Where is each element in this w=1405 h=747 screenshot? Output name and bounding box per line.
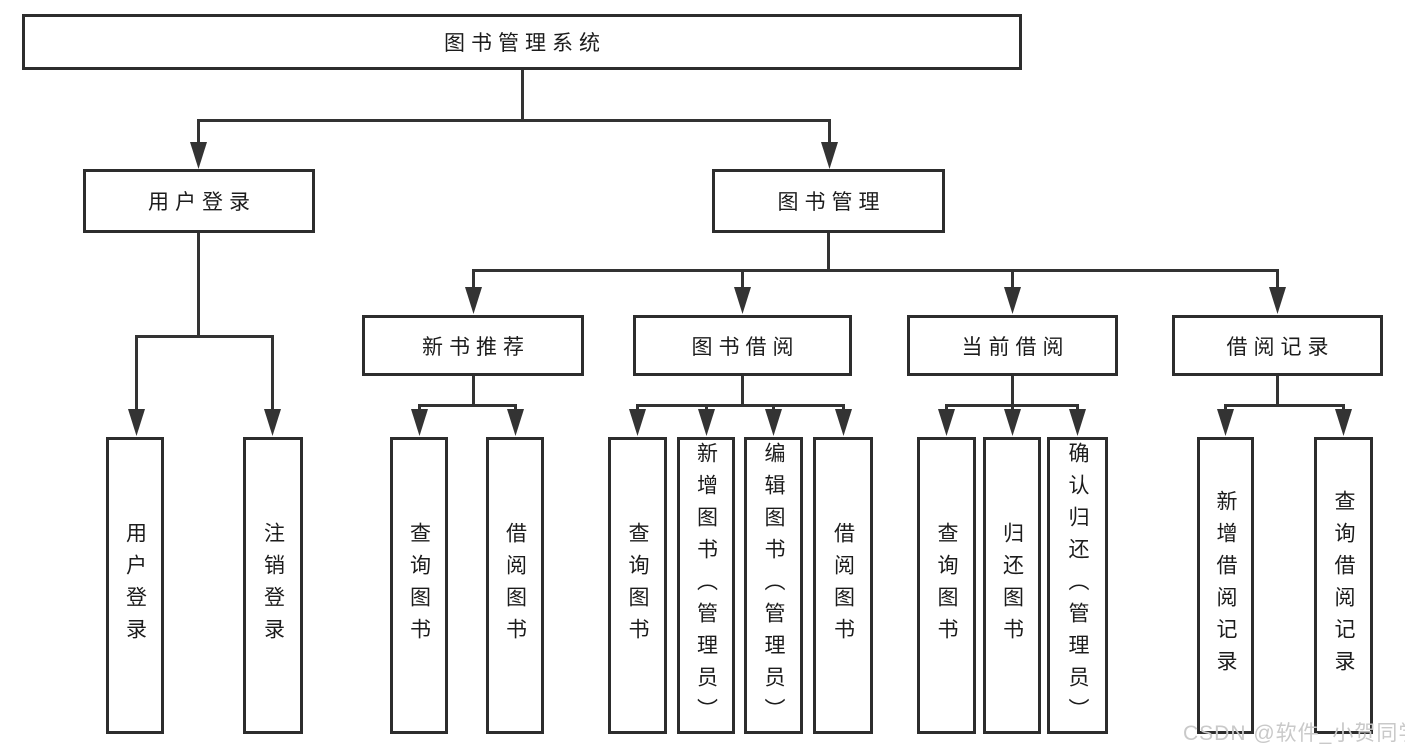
leaf-cb-query-books-label: 查询图书	[935, 521, 958, 650]
node-borrowing-records-label: 借阅记录	[1226, 335, 1335, 359]
arrowhead-new-book-recommend	[465, 287, 482, 314]
arrowhead-nb-borrow-books	[507, 409, 524, 436]
arrowhead-bb-query-books	[629, 409, 646, 436]
arrowhead-br-add-record	[1217, 409, 1234, 436]
node-book-management: 图书管理	[712, 169, 945, 233]
arrowhead-user-login	[190, 142, 207, 169]
node-new-book-recommend-label: 新书推荐	[422, 335, 530, 359]
leaf-bb-query-books-label: 查询图书	[626, 521, 649, 650]
leaf-nb-query-books-label: 查询图书	[407, 521, 431, 650]
leaf-br-query-borrow-record-label: 查询借阅记录	[1332, 489, 1355, 682]
arrowhead-leaf-user-login	[128, 409, 145, 436]
arrowhead-leaf-logout	[264, 409, 281, 436]
leaf-br-add-borrow-record: 新增借阅记录	[1197, 437, 1254, 734]
leaf-bb-query-books: 查询图书	[608, 437, 667, 734]
leaf-bb-borrow-books-label: 借阅图书	[831, 521, 855, 650]
leaf-user-login: 用户登录	[106, 437, 164, 734]
arrowhead-bb-add-books	[698, 409, 715, 436]
leaf-bb-add-books-admin-label: 新增图书（管理员）	[694, 441, 718, 730]
leaf-nb-borrow-books: 借阅图书	[486, 437, 544, 734]
leaf-cb-confirm-return-admin: 确认归还（管理员）	[1047, 437, 1108, 734]
arrowhead-cb-return-books	[1004, 409, 1021, 436]
leaf-br-query-borrow-record: 查询借阅记录	[1314, 437, 1373, 734]
leaf-nb-borrow-books-label: 借阅图书	[503, 521, 527, 650]
arrowhead-br-query-record	[1335, 409, 1352, 436]
arrowhead-cb-confirm-return	[1069, 409, 1086, 436]
leaf-cb-query-books: 查询图书	[917, 437, 976, 734]
leaf-user-login-label: 用户登录	[123, 521, 147, 650]
node-borrowing-records: 借阅记录	[1172, 315, 1383, 376]
leaf-cb-return-books: 归还图书	[983, 437, 1041, 734]
node-book-borrowing: 图书借阅	[633, 315, 852, 376]
arrowhead-cb-query-books	[938, 409, 955, 436]
node-root: 图书管理系统	[22, 14, 1022, 70]
node-user-login-label: 用户登录	[148, 191, 256, 214]
node-book-management-label: 图书管理	[777, 191, 886, 214]
arrowhead-book-borrowing	[734, 287, 751, 314]
arrowhead-current-borrowing	[1004, 287, 1021, 314]
node-user-login: 用户登录	[83, 169, 315, 233]
leaf-logout-label: 注销登录	[261, 521, 285, 650]
leaf-nb-query-books: 查询图书	[390, 437, 448, 734]
node-new-book-recommend: 新书推荐	[362, 315, 584, 376]
leaf-bb-add-books-admin: 新增图书（管理员）	[677, 437, 735, 734]
node-current-borrowing: 当前借阅	[907, 315, 1118, 376]
leaf-logout: 注销登录	[243, 437, 303, 734]
arrowhead-borrowing-records	[1269, 287, 1286, 314]
arrowhead-nb-query-books	[411, 409, 428, 436]
node-root-label: 图书管理系统	[444, 32, 606, 55]
node-current-borrowing-label: 当前借阅	[961, 335, 1070, 359]
leaf-cb-confirm-return-admin-label: 确认归还（管理员）	[1066, 441, 1089, 730]
leaf-br-add-borrow-record-label: 新增借阅记录	[1214, 489, 1237, 682]
arrowhead-bb-edit-books	[765, 409, 782, 436]
leaf-bb-edit-books-admin-label: 编辑图书（管理员）	[762, 441, 785, 730]
leaf-bb-borrow-books: 借阅图书	[813, 437, 873, 734]
arrowhead-book-management	[821, 142, 838, 169]
watermark-text: CSDN @软件_小贺同学	[1183, 722, 1405, 745]
leaf-cb-return-books-label: 归还图书	[1000, 521, 1024, 650]
node-book-borrowing-label: 图书借阅	[691, 335, 800, 359]
arrowhead-bb-borrow-books	[835, 409, 852, 436]
leaf-bb-edit-books-admin: 编辑图书（管理员）	[744, 437, 803, 734]
